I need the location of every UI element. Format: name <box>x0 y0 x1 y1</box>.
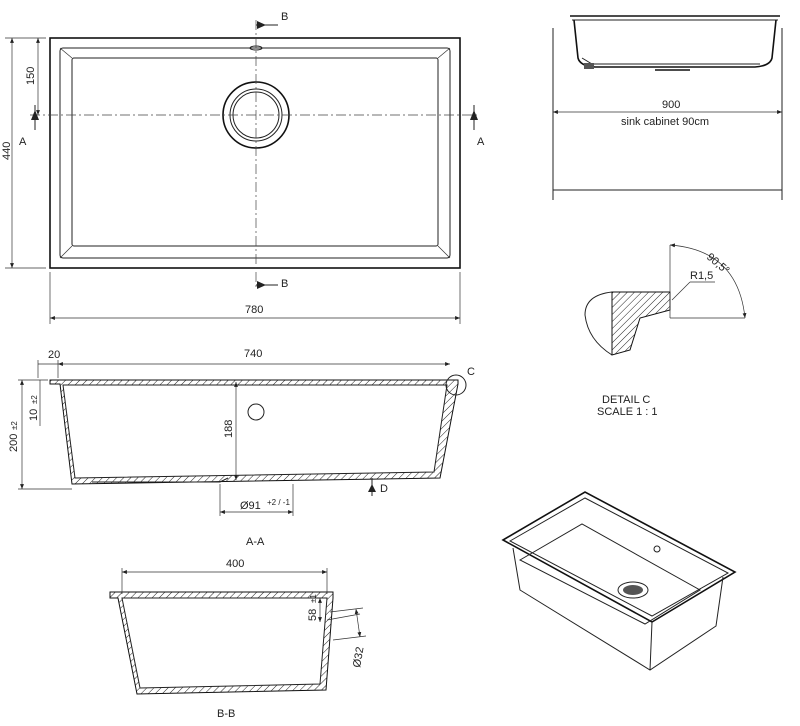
section-a-right-label: A <box>477 136 485 148</box>
dim-900: 900 <box>662 99 680 111</box>
section-aa-view: 20 740 188 200 ±2 10 ±2 Ø91 +2 / -1 C D … <box>8 348 475 548</box>
dim-780: 780 <box>245 304 263 316</box>
dim-400: 400 <box>226 558 244 570</box>
cabinet-view: 900 sink cabinet 90cm <box>552 15 783 200</box>
detail-c-marker <box>445 374 467 396</box>
detail-d-label: D <box>380 483 388 495</box>
cabinet-caption: sink cabinet 90cm <box>621 116 709 128</box>
section-aa-title: A-A <box>246 536 265 548</box>
dim-58: 58 <box>307 609 319 621</box>
dim-20: 20 <box>48 349 60 361</box>
dim-440: 440 <box>1 142 13 160</box>
section-bb-view: 400 58 ±1 Ø32 B-B <box>109 558 367 720</box>
dim-58-tol: ±1 <box>309 594 318 603</box>
detail-c-scale: SCALE 1 : 1 <box>597 406 658 418</box>
detail-radius: R1,5 <box>690 270 713 282</box>
section-b-top-label: B <box>281 11 288 23</box>
section-b-bottom-label: B <box>281 278 288 290</box>
dim-150: 150 <box>25 67 37 85</box>
detail-c-view: R1,5 90,5° DETAIL C SCALE 1 : 1 <box>584 243 747 418</box>
isometric-view <box>501 491 737 671</box>
top-view: A A B B 780 440 150 <box>1 11 485 324</box>
detail-c-title: DETAIL C <box>602 394 650 406</box>
overflow-hole-aa <box>247 403 265 421</box>
detail-c-marker-label: C <box>467 366 475 378</box>
dim-drain: Ø91 <box>240 500 261 512</box>
iso-drain <box>617 581 649 599</box>
dim-200-tol: ±2 <box>10 421 19 430</box>
section-a-left-label: A <box>19 136 27 148</box>
section-bb-title: B-B <box>217 708 235 720</box>
dim-32: Ø32 <box>351 646 366 669</box>
dim-10: 10 <box>28 409 40 421</box>
dim-drain-tol: +2 / -1 <box>267 498 290 507</box>
dim-740: 740 <box>244 348 262 360</box>
dim-10-tol: ±2 <box>30 395 39 404</box>
dim-188: 188 <box>223 420 235 438</box>
dim-200: 200 <box>8 434 20 452</box>
